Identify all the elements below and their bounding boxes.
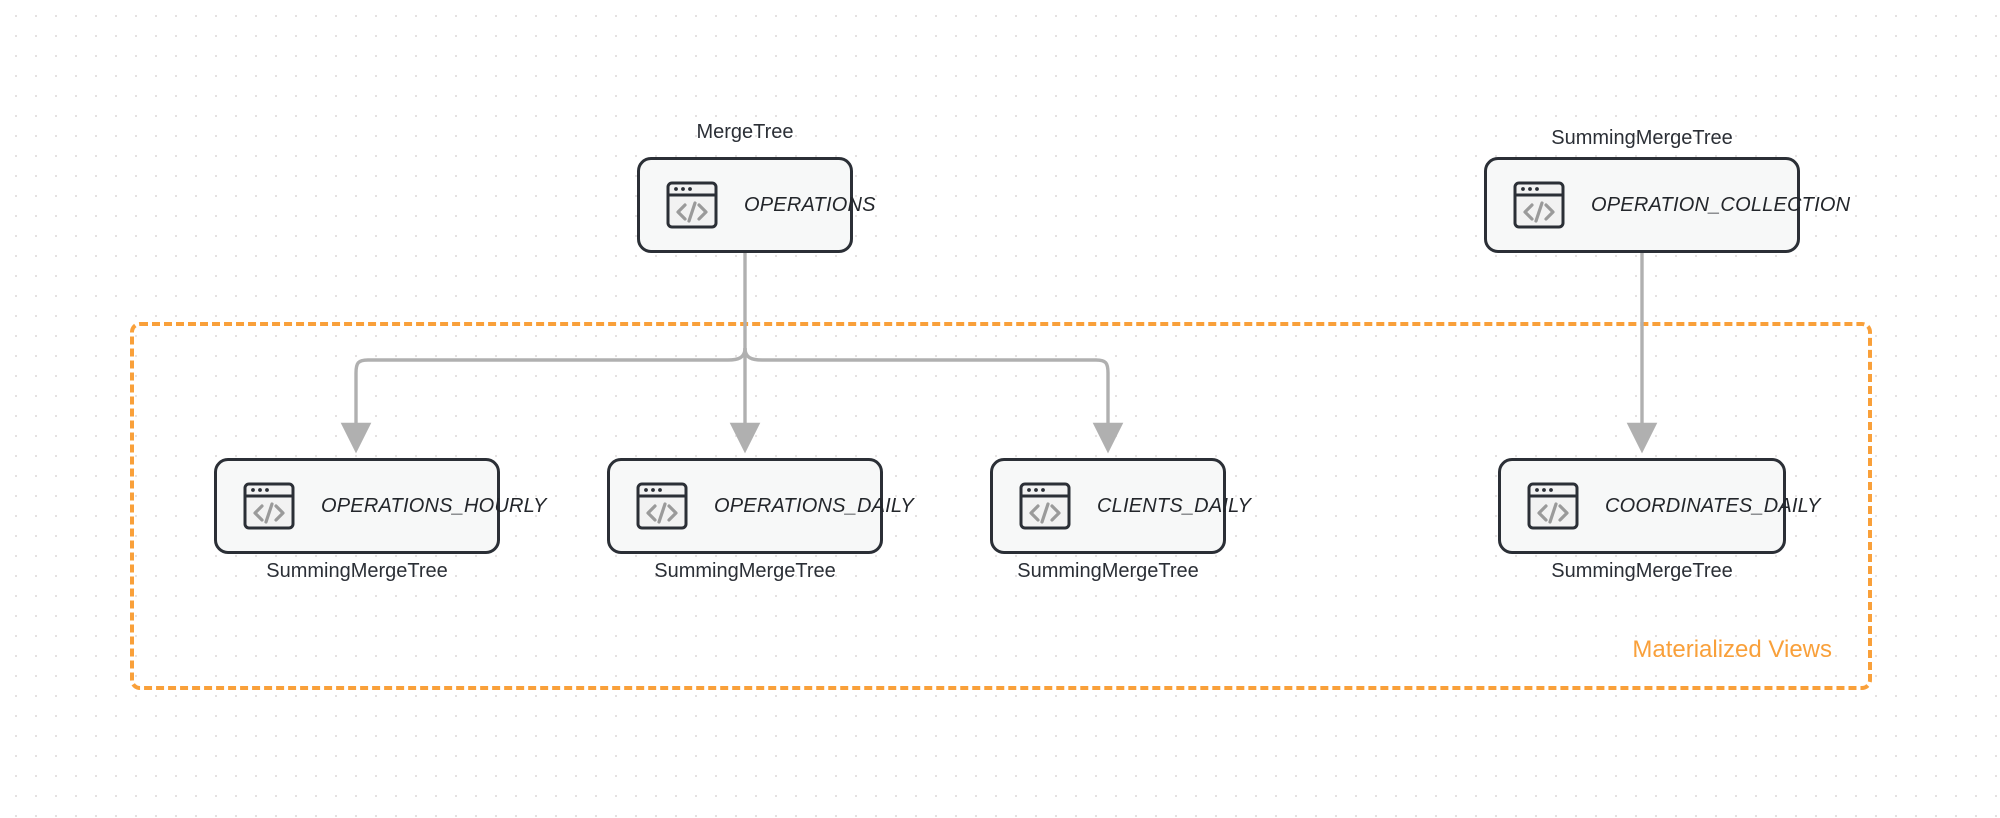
code-window-icon (243, 482, 295, 530)
code-window-icon (636, 482, 688, 530)
code-window-icon (1513, 181, 1565, 229)
materialized-views-group: Materialized Views (130, 322, 1872, 690)
node-label-coordinates-daily: COORDINATES_DAILY (1605, 494, 1821, 517)
node-label-operations: OPERATIONS (744, 193, 876, 216)
node-clients-daily[interactable]: CLIENTS_DAILY (990, 458, 1251, 554)
node-operation-collection[interactable]: OPERATION_COLLECTION (1484, 157, 1850, 253)
node-coordinates-daily[interactable]: COORDINATES_DAILY (1498, 458, 1820, 554)
node-operations[interactable]: OPERATIONS (637, 157, 875, 253)
engine-caption-clients-daily: SummingMergeTree (1017, 560, 1199, 582)
code-window-icon (666, 181, 718, 229)
node-label-operation-collection: OPERATION_COLLECTION (1591, 193, 1851, 216)
node-label-clients-daily: CLIENTS_DAILY (1097, 494, 1252, 517)
engine-caption-coordinates-daily: SummingMergeTree (1551, 560, 1733, 582)
node-operations-daily[interactable]: OPERATIONS_DAILY (607, 458, 914, 554)
engine-caption-operations-daily: SummingMergeTree (654, 560, 836, 582)
engine-caption-operations: MergeTree (696, 121, 794, 143)
node-label-operations-hourly: OPERATIONS_HOURLY (321, 494, 547, 517)
node-label-operations-daily: OPERATIONS_DAILY (714, 494, 914, 517)
node-operations-hourly[interactable]: OPERATIONS_HOURLY (214, 458, 546, 554)
materialized-views-group-label: Materialized Views (1632, 636, 1832, 663)
code-window-icon (1019, 482, 1071, 530)
engine-caption-operation-collection: SummingMergeTree (1551, 127, 1733, 149)
engine-caption-operations-hourly: SummingMergeTree (266, 560, 448, 582)
code-window-icon (1527, 482, 1579, 530)
